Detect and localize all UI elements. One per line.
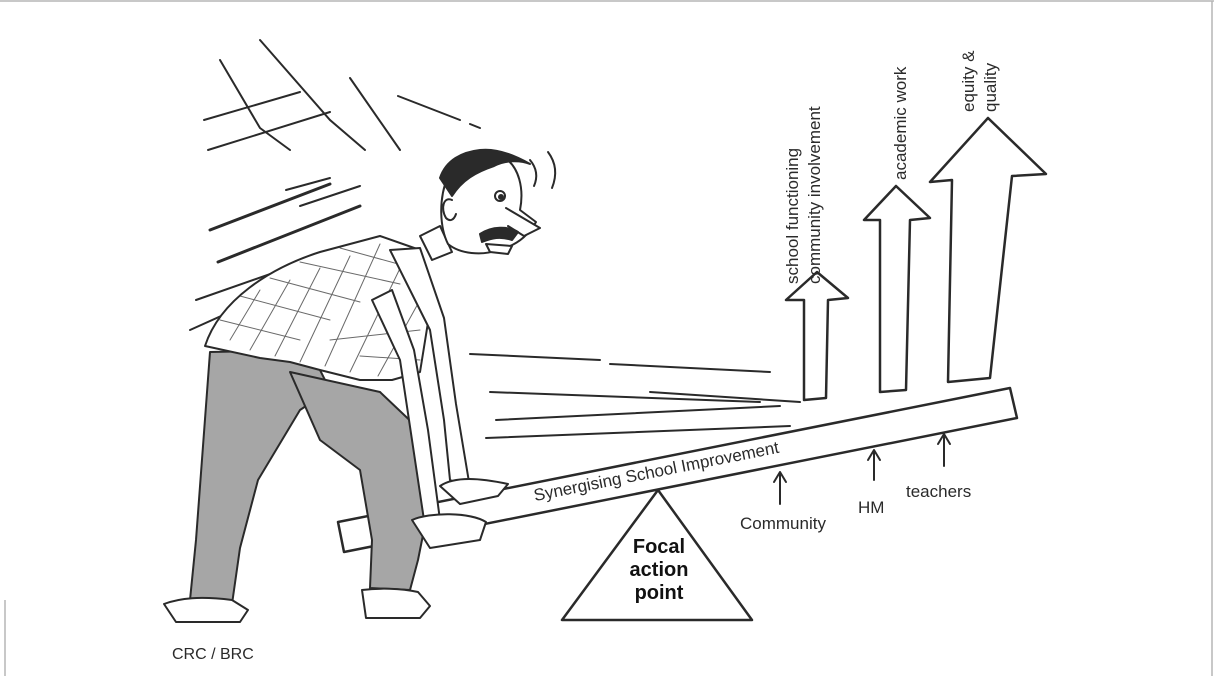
arrow-label-school-functioning: school functioning community involvement [782,106,826,284]
support-arrows [773,433,951,505]
fulcrum-label-line: Focal [632,536,686,558]
arrow-label-line: academic work [891,66,910,180]
fulcrum-triangle [560,488,754,622]
support-label-teachers: teachers [906,482,972,501]
arrow-label-line: community involvement [805,106,824,284]
fulcrum-label-line: point [634,582,684,604]
person-label: CRC / BRC [172,646,254,663]
arrow-equity-quality [928,116,1048,384]
fulcrum-label: Focal action point [607,536,711,605]
arrow-school-functioning [784,270,850,402]
fulcrum-label-line: action [629,559,689,581]
arrow-label-equity-quality: equity & quality [958,51,1002,112]
arrow-label-line: school functioning [783,147,802,284]
arrow-academic-work [862,184,932,394]
support-label-community: Community [740,514,826,533]
arrow-label-line: equity & [959,50,978,112]
arrow-label-line: quality [981,62,1000,112]
support-label-hm: HM [858,498,885,517]
motion-lines [189,39,801,439]
lever-beam [336,386,1019,554]
arrow-label-academic-work: academic work [890,67,912,180]
person-figure [163,148,541,623]
